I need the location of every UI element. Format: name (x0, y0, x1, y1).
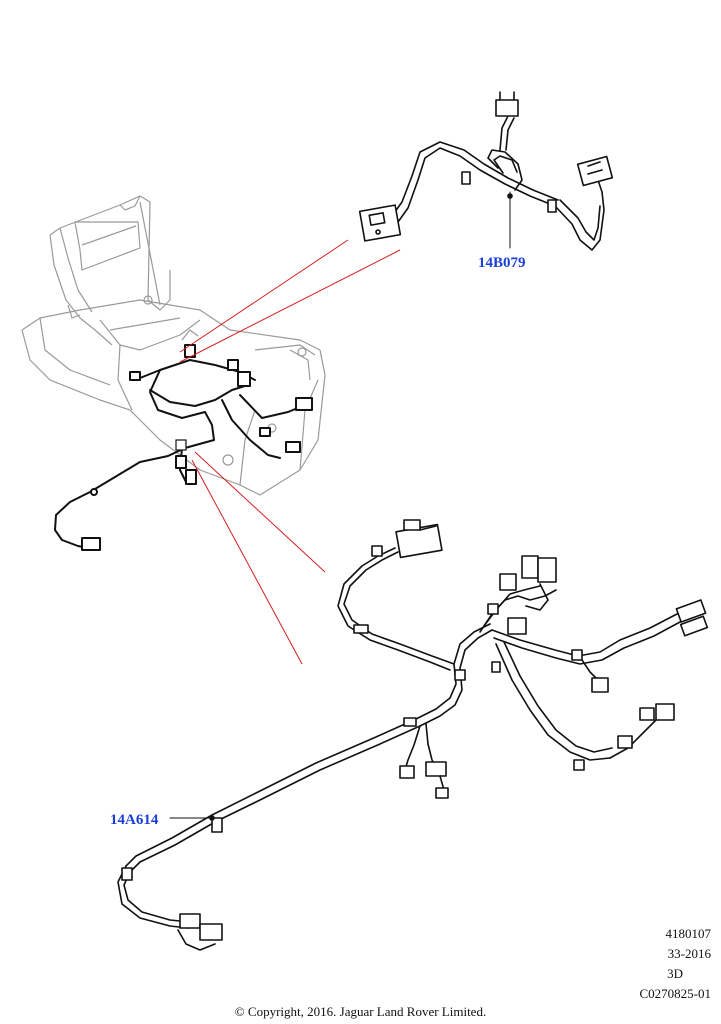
console-clips (175, 439, 187, 451)
center-console (21, 195, 326, 496)
harness-14b079[interactable] (358, 91, 614, 251)
reference-view: 3D (667, 966, 683, 981)
reference-number: 4180107 (665, 926, 712, 941)
reference-code: C0270825-01 (639, 986, 712, 1001)
callout-14b079[interactable]: 14B079 (478, 255, 526, 271)
copyright-notice: © Copyright, 2016. Jaguar Land Rover Lim… (234, 1004, 487, 1019)
reference-date: 33-2016 (667, 946, 711, 961)
leader-lines (179, 239, 401, 665)
callout-14a614[interactable]: 14A614 (110, 812, 159, 828)
harness-14a614[interactable] (117, 519, 709, 951)
